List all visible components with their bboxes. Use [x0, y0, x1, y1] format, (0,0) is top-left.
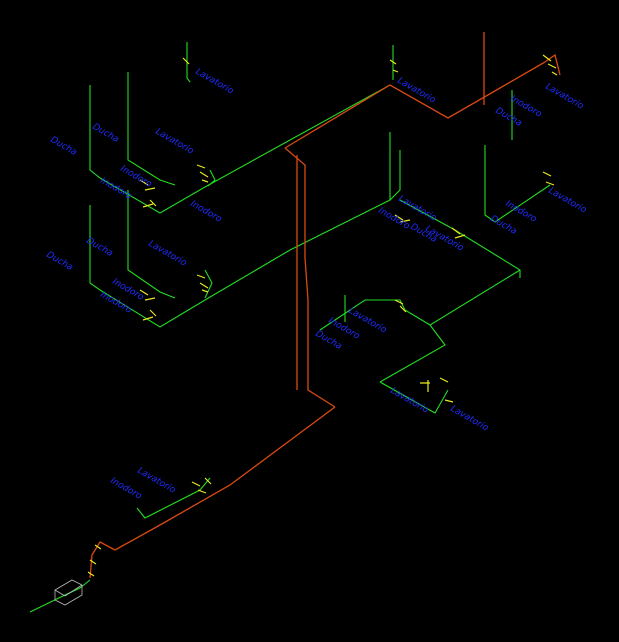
fitting-cluster-mid-left-b	[196, 274, 209, 293]
supply-branch-top-left	[89, 85, 291, 214]
supply-branch-right-2	[399, 199, 521, 278]
meter-box-edge-2	[64, 584, 83, 597]
supply-mid-loop	[319, 299, 431, 331]
meter-box-outline	[54, 579, 83, 606]
supply-riser-top-left-2	[127, 72, 176, 186]
supply-branch-top	[289, 84, 391, 141]
supply-riser-right-b	[484, 145, 551, 223]
fitting-outlet	[87, 544, 102, 577]
fitting-cluster-top-left-a	[139, 179, 157, 208]
water-meter-box	[54, 579, 83, 606]
drain-top-horizontal	[284, 61, 546, 149]
fitting-cluster-lower-lav	[420, 377, 454, 403]
supply-lower-left	[136, 477, 211, 519]
fitting-cluster-top-left-b	[196, 164, 209, 183]
supply-branch-mid-left	[89, 205, 291, 328]
fitting-top-right	[542, 54, 558, 76]
fitting-cluster-mid	[394, 299, 407, 313]
drain-main-stack	[284, 147, 336, 408]
fitting-cluster-lower-left	[191, 477, 212, 494]
drain-outlet	[89, 541, 116, 579]
fitting-top	[182, 57, 399, 73]
supply-lav-stub-2	[204, 269, 213, 299]
fitting-cluster-right-a	[394, 214, 466, 239]
supply-branch-right-1	[289, 150, 401, 251]
supply-lav-stub	[207, 169, 216, 187]
supply-lower-lav	[379, 381, 449, 414]
supply-riser-mid-left-2	[127, 190, 176, 299]
fittings	[87, 54, 558, 577]
supply-lavatorio-top	[186, 42, 191, 83]
meter-box-edge	[54, 589, 66, 597]
fitting-cluster-right-b	[542, 171, 555, 186]
drain-main-lower	[114, 406, 336, 551]
fitting-cluster-mid-left-a	[139, 289, 157, 321]
supply-branch-right-3	[379, 269, 521, 383]
supply-network	[29, 42, 551, 613]
